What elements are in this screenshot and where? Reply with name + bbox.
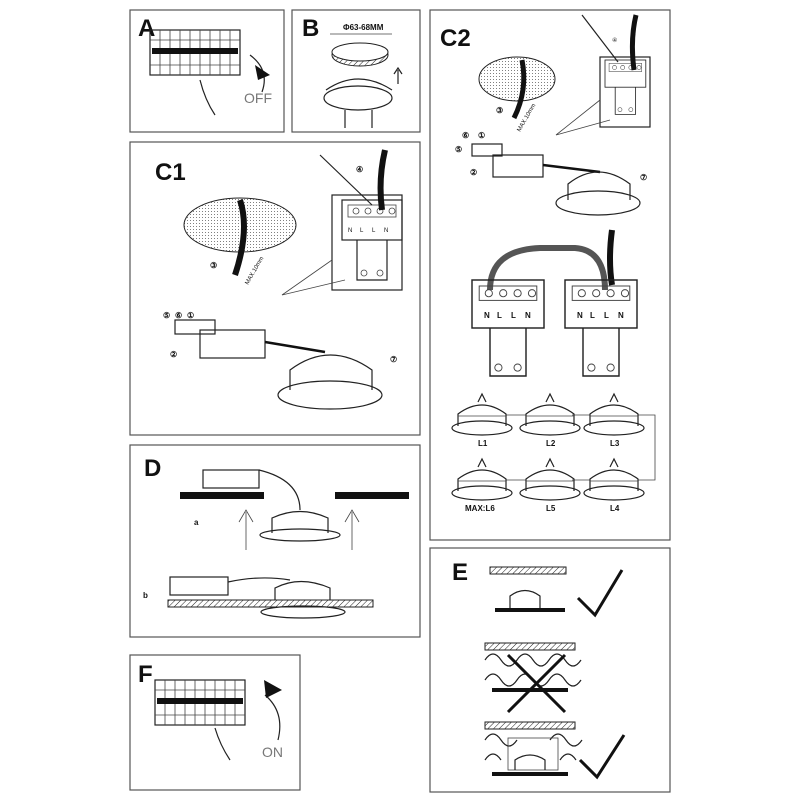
linking-cable xyxy=(487,245,608,291)
lamp-icon xyxy=(323,85,393,111)
terminal-detail-box xyxy=(599,56,651,128)
cross-mark-icon xyxy=(506,653,567,714)
svg-text:L1: L1 xyxy=(478,439,488,448)
lamp-icon xyxy=(259,528,341,542)
svg-text:④: ④ xyxy=(356,165,363,174)
panel-f-label: F xyxy=(138,661,153,688)
svg-text:L3: L3 xyxy=(610,439,620,448)
svg-text:⑤: ⑤ xyxy=(163,311,170,320)
insulation-icon xyxy=(484,733,583,761)
cutout-dimension: Φ63-68MM xyxy=(343,23,384,32)
panel-c2-label: C2 xyxy=(440,25,471,52)
svg-text:N: N xyxy=(577,311,583,320)
svg-text:L: L xyxy=(372,228,376,234)
up-arrow-icon xyxy=(238,509,254,550)
daisy-chain-wiring xyxy=(506,414,656,481)
panel-c1-label: C1 xyxy=(155,159,186,186)
svg-text:L4: L4 xyxy=(610,504,620,513)
ceiling-right xyxy=(335,492,409,499)
panel-c1: C1 ③ MAX.10mm N L L N ④ ⑤ ⑥ ① ② ⑦ xyxy=(129,141,421,436)
svg-text:①: ① xyxy=(187,311,194,320)
panel-a-label: A xyxy=(138,15,155,42)
ceiling-left xyxy=(180,492,264,499)
panel-a: A OFF xyxy=(129,9,285,133)
svg-text:⑦: ⑦ xyxy=(640,173,647,182)
svg-text:N: N xyxy=(484,311,490,320)
hand-icon xyxy=(199,79,216,116)
up-arrow-icon xyxy=(344,509,360,550)
switch-state-off: OFF xyxy=(244,90,272,106)
svg-text:L2: L2 xyxy=(546,439,556,448)
svg-text:b: b xyxy=(143,591,148,600)
led-driver-box xyxy=(199,329,266,359)
rotate-arrow-icon xyxy=(255,65,270,80)
driver-cover xyxy=(174,319,216,335)
screwdriver-icon xyxy=(581,14,619,63)
switch-state-on: ON xyxy=(262,744,283,760)
svg-text:⑤: ⑤ xyxy=(455,145,462,154)
panel-e: E xyxy=(429,547,671,793)
svg-text:L: L xyxy=(497,311,502,320)
panel-f: F ON xyxy=(129,654,301,791)
svg-text:②: ② xyxy=(170,350,177,359)
check-mark-icon xyxy=(578,734,626,780)
ceiling-hole xyxy=(478,56,556,102)
svg-text:L: L xyxy=(604,311,609,320)
panel-d-label: D xyxy=(144,455,161,482)
ceiling-board xyxy=(167,599,374,608)
clearance-zone xyxy=(507,737,559,771)
svg-text:a: a xyxy=(194,518,199,527)
up-arrow-icon xyxy=(393,66,403,84)
panel-c2: C2 ③ MAX.10mm ④ ⑥ ① ⑤ ② ⑦ N L L N N L L … xyxy=(429,9,671,541)
svg-text:L: L xyxy=(360,228,364,234)
svg-text:①: ① xyxy=(478,131,485,140)
svg-text:③: ③ xyxy=(496,106,503,115)
panel-e-label: E xyxy=(452,559,468,586)
lamp-icon xyxy=(555,190,641,216)
panel-b-label: B xyxy=(302,15,319,42)
screwdriver-icon xyxy=(319,154,373,206)
svg-text:L: L xyxy=(511,311,516,320)
terminal-detail-box xyxy=(331,194,403,291)
svg-text:③: ③ xyxy=(210,261,217,270)
svg-text:N: N xyxy=(618,311,624,320)
check-mark-icon xyxy=(576,569,624,618)
svg-text:⑦: ⑦ xyxy=(390,355,397,364)
svg-text:N: N xyxy=(384,228,388,234)
rotate-arrow-icon xyxy=(264,680,282,698)
svg-text:⑥: ⑥ xyxy=(175,311,182,320)
svg-text:N: N xyxy=(525,311,531,320)
lamp-icon xyxy=(514,754,546,770)
hand-icon xyxy=(214,727,231,761)
svg-text:②: ② xyxy=(470,168,477,177)
panel-d: D a b xyxy=(129,444,421,638)
led-driver-box xyxy=(202,469,260,489)
lamp-icon xyxy=(274,580,331,600)
panel-b: B Φ63-68MM xyxy=(291,9,421,133)
svg-text:L5: L5 xyxy=(546,504,556,513)
svg-text:④: ④ xyxy=(612,37,617,44)
svg-text:MAX:L6: MAX:L6 xyxy=(465,504,495,513)
cable xyxy=(232,199,247,276)
lamp-icon xyxy=(277,380,383,410)
svg-text:L: L xyxy=(590,311,595,320)
lamp-icon xyxy=(509,589,541,608)
svg-text:⑥: ⑥ xyxy=(462,131,469,140)
svg-text:N: N xyxy=(348,228,352,234)
